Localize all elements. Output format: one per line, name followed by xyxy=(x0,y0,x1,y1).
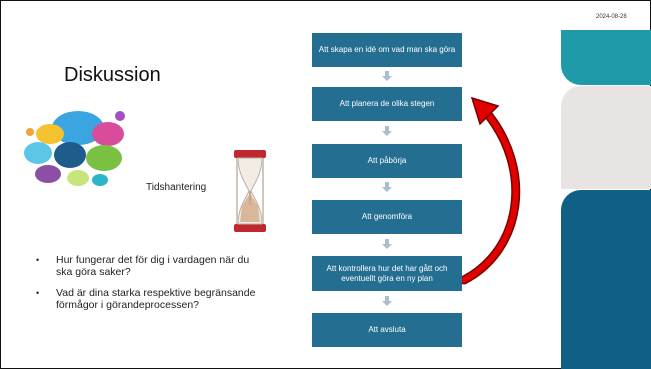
question-list: Hur fungerar det för dig i vardagen när … xyxy=(36,254,266,320)
process-step-finish: Att avsluta xyxy=(312,313,462,347)
grey-band xyxy=(561,86,651,189)
process-step-execute: Att genomföra xyxy=(312,200,462,234)
speech-bubbles-icon xyxy=(24,111,125,186)
down-arrow-icon xyxy=(382,71,392,81)
question-item: Hur fungerar det för dig i vardagen när … xyxy=(36,254,266,278)
hourglass-icon xyxy=(234,150,266,232)
question-item: Vad är dina starka respektive begränsand… xyxy=(36,287,266,311)
navy-band xyxy=(561,190,651,369)
teal-band xyxy=(561,30,651,85)
loop-back-arrow-icon xyxy=(462,96,521,285)
process-step-plan: Att planera de olika stegen xyxy=(312,87,462,121)
down-arrow-icon xyxy=(382,126,392,136)
slide-date: 2024-08-28 xyxy=(596,14,627,20)
down-arrow-icon xyxy=(382,296,392,306)
process-step-start: Att påbörja xyxy=(312,144,462,178)
slide-title: Diskussion xyxy=(64,64,161,86)
process-step-review: Att kontrollera hur det har gått och eve… xyxy=(312,256,462,291)
down-arrow-icon xyxy=(382,239,392,249)
down-arrow-icon xyxy=(382,182,392,192)
time-management-label: Tidshantering xyxy=(146,182,207,193)
process-step-idea: Att skapa en idé om vad man ska göra xyxy=(312,33,462,67)
